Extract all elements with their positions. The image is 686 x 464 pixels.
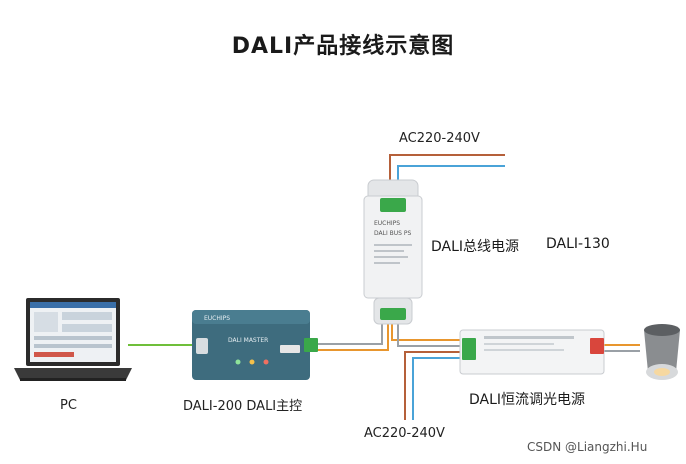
downlight-lamp-icon [644, 324, 680, 380]
master-bus-wire-1 [318, 322, 383, 345]
psu-label: DALI总线电源 [431, 239, 520, 255]
master-label: DALI-200 DALI主控 [183, 399, 303, 414]
ac-bottom-label: AC220-240V [364, 426, 445, 441]
laptop-icon [14, 298, 132, 381]
psu-driver-wire-1 [391, 322, 460, 341]
psu-model-label: DALI-130 [546, 236, 610, 252]
dali-master-device [192, 310, 318, 380]
psu-model-text: DALI BUS PS [374, 230, 412, 237]
master-brand-text: EUCHIPS [204, 315, 231, 322]
psu-driver-wire-2 [397, 322, 460, 347]
ac-bottom-blue-wire [412, 357, 460, 420]
ac-top-label: AC220-240V [399, 131, 480, 146]
pc-label: PC [60, 398, 77, 413]
driver-label: DALI恒流调光电源 [469, 392, 586, 408]
ac-bottom-brown-wire [404, 351, 460, 420]
master-bus-wire-2 [318, 322, 389, 351]
dali-driver-device [459, 329, 605, 375]
psu-brand-text: EUCHIPS [374, 220, 401, 227]
page-title: DALI产品接线示意图 [231, 34, 455, 59]
dali-psu-device [363, 179, 423, 325]
watermark: CSDN @Liangzhi.Hu [527, 440, 648, 454]
master-name-text: DALI MASTER [228, 337, 269, 344]
